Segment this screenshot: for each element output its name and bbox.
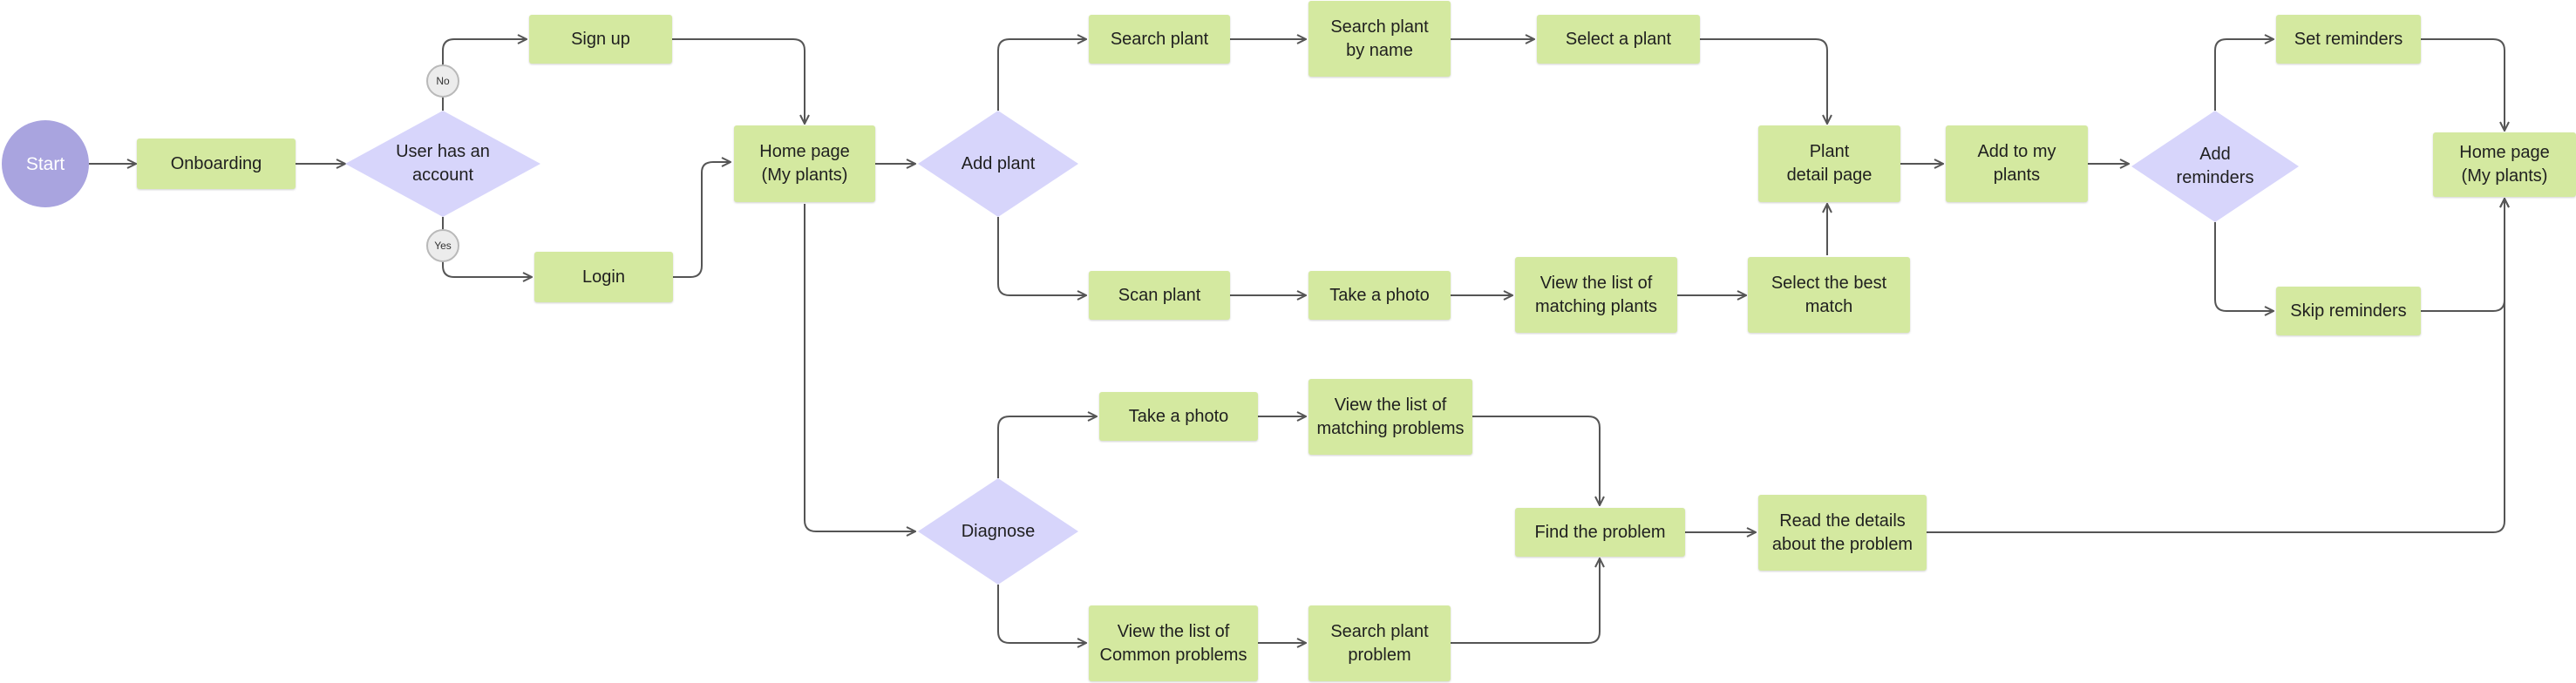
diagnose-decision: Diagnose — [918, 478, 1078, 585]
yes-badge: Yes — [426, 229, 459, 262]
search-plant-by-name-node: Search plant by name — [1308, 1, 1451, 77]
plant-detail-page-node: Plant detail page — [1758, 125, 1900, 202]
sign-up-label: Sign up — [571, 29, 630, 49]
edge-searchproblem-find — [1451, 558, 1600, 644]
search-plant-problem-node: Search plant problem — [1308, 605, 1451, 681]
decision-diamond-shape — [2131, 111, 2299, 222]
edge-selectplant-detail — [1700, 38, 1827, 124]
read-details-label: Read the details about the problem — [1771, 511, 1913, 554]
edge-addplant-searchplant — [997, 39, 1086, 111]
edge-read-homeend — [1927, 199, 2505, 533]
select-best-match-label: Select the best match — [1771, 273, 1887, 316]
select-a-plant-label: Select a plant — [1565, 29, 1672, 49]
take-a-photo-diagnose-label: Take a photo — [1128, 406, 1229, 426]
edge-home-diagnose — [804, 204, 915, 531]
plant-detail-page-label: Plant detail page — [1786, 142, 1873, 185]
home-page-end-label: Home page (My plants) — [2459, 143, 2550, 186]
no-badge-label: No — [436, 75, 450, 87]
search-plant-by-name-label: Search plant by name — [1330, 17, 1429, 60]
edge-skip-homeend — [2421, 199, 2505, 312]
view-common-problems-label: View the list of Common problems — [1099, 621, 1247, 665]
start-node: Start — [2, 120, 89, 207]
add-plant-label: Add plant — [961, 153, 1036, 173]
edge-signup-home — [672, 38, 805, 124]
edge-decision-login — [442, 217, 532, 277]
onboarding-label: Onboarding — [170, 153, 262, 173]
select-a-plant-node: Select a plant — [1537, 15, 1700, 64]
edge-diagnose-viewcommon — [997, 585, 1086, 643]
sign-up-node: Sign up — [529, 15, 672, 64]
edge-addplant-scanplant — [997, 217, 1086, 295]
view-matching-problems-label: View the list of matching problems — [1316, 395, 1465, 438]
home-page-end-node: Home page (My plants) — [2433, 132, 2576, 197]
set-reminders-label: Set reminders — [2294, 29, 2403, 49]
user-has-account-decision: User has an account — [345, 111, 540, 217]
decision-diamond-shape — [918, 478, 1078, 585]
edge-decision-signup — [442, 39, 527, 111]
view-matching-plants-node: View the list of matching plants — [1515, 257, 1677, 333]
add-reminders-decision: Add reminders — [2131, 111, 2299, 222]
search-plant-label: Search plant — [1110, 29, 1209, 49]
edge-reminders-skip — [2214, 222, 2274, 311]
no-badge: No — [426, 64, 459, 98]
login-label: Login — [582, 267, 625, 287]
scan-plant-label: Scan plant — [1118, 285, 1201, 305]
search-plant-problem-label: Search plant problem — [1330, 621, 1429, 665]
onboarding-node: Onboarding — [137, 139, 296, 189]
login-node: Login — [534, 252, 673, 302]
search-plant-node: Search plant — [1089, 15, 1230, 64]
take-a-photo-scan-label: Take a photo — [1329, 285, 1430, 305]
take-a-photo-diagnose-node: Take a photo — [1099, 392, 1258, 441]
add-to-my-plants-node: Add to my plants — [1946, 125, 2088, 202]
diagnose-label: Diagnose — [961, 521, 1036, 541]
take-a-photo-scan-node: Take a photo — [1308, 271, 1451, 320]
edge-login-home — [673, 162, 731, 278]
select-best-match-node: Select the best match — [1748, 257, 1910, 333]
set-reminders-node: Set reminders — [2276, 15, 2421, 64]
home-page-label: Home page (My plants) — [759, 142, 850, 185]
add-plant-decision: Add plant — [918, 111, 1078, 217]
decision-diamond-shape — [345, 111, 540, 217]
yes-badge-label: Yes — [434, 240, 452, 252]
start-label: Start — [25, 153, 65, 174]
home-page-node: Home page (My plants) — [734, 125, 875, 202]
add-to-my-plants-label: Add to my plants — [1977, 142, 2056, 185]
scan-plant-node: Scan plant — [1089, 271, 1230, 320]
view-common-problems-node: View the list of Common problems — [1089, 605, 1258, 681]
edge-set-homeend — [2421, 38, 2505, 131]
skip-reminders-label: Skip reminders — [2290, 301, 2407, 321]
view-matching-plants-label: View the list of matching plants — [1534, 273, 1658, 316]
add-reminders-label: Add reminders — [2176, 145, 2254, 187]
edge-viewproblems-find — [1472, 416, 1600, 505]
read-details-node: Read the details about the problem — [1758, 495, 1927, 571]
view-matching-problems-node: View the list of matching problems — [1308, 379, 1472, 455]
decision-diamond-shape — [918, 111, 1078, 217]
edge-reminders-set — [2214, 39, 2274, 111]
skip-reminders-node: Skip reminders — [2276, 287, 2421, 335]
find-the-problem-label: Find the problem — [1534, 522, 1666, 542]
user-has-account-label: User has an account — [396, 142, 490, 185]
edge-diagnose-takephoto — [997, 416, 1097, 478]
find-the-problem-node: Find the problem — [1515, 508, 1685, 557]
